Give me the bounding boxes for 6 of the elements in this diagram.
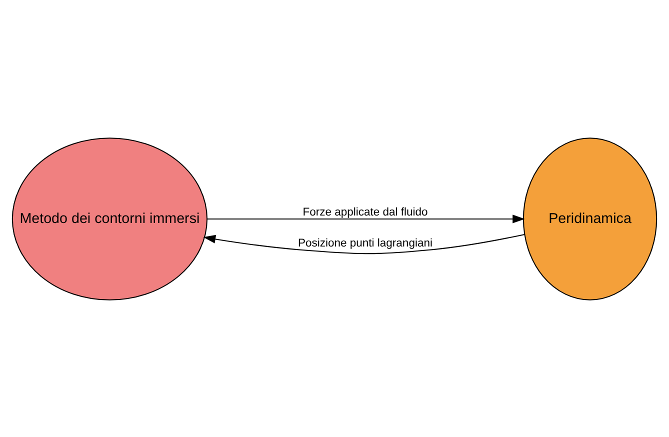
node-ellipse: Metodo dei contorni immersi xyxy=(12,137,208,300)
arrow xyxy=(207,214,525,223)
edge-label: Posizione punti lagrangiani xyxy=(298,236,432,249)
edge-label: Forze applicate dal fluido xyxy=(302,206,428,218)
node-ellipse: Peridinamica xyxy=(522,137,658,300)
arrow xyxy=(203,233,525,254)
